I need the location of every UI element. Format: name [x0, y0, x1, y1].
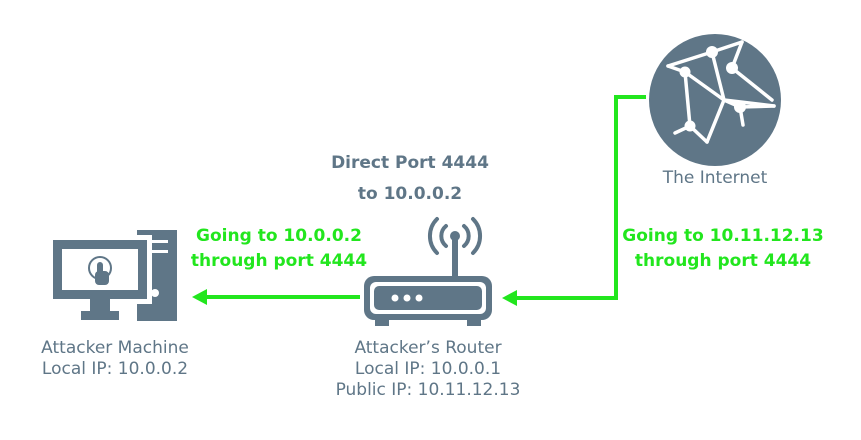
connector-internet-to-router: [502, 95, 646, 306]
desktop-computer-icon: [48, 230, 177, 321]
connector-router-to-attacker: [192, 289, 360, 305]
globe-network-icon: [649, 34, 781, 166]
edge-label-line2: through port 4444: [634, 251, 812, 271]
edge-label-line1: Going to 10.0.0.2: [196, 226, 362, 246]
attacker-machine-label: Attacker Machine Local IP: 10.0.0.2: [10, 338, 220, 380]
internet-label: The Internet: [630, 168, 800, 189]
attacker-name: Attacker Machine: [41, 338, 189, 358]
router-name: Attacker’s Router: [354, 338, 502, 358]
router-rule-label: Direct Port 4444 to 10.0.0.2: [320, 148, 500, 210]
router-local-ip: Local IP: 10.0.0.1: [354, 359, 502, 379]
router-public-ip: Public IP: 10.11.12.13: [335, 380, 521, 400]
router-rule-line2: to 10.0.0.2: [357, 184, 463, 204]
router-label: Attacker’s Router Local IP: 10.0.0.1 Pub…: [310, 338, 546, 401]
wifi-router-icon: [364, 217, 492, 326]
edge-label-internet-to-router: Going to 10.11.12.13 through port 4444: [618, 224, 828, 274]
router-rule-line1: Direct Port 4444: [331, 153, 489, 173]
internet-name: The Internet: [662, 168, 768, 188]
edge-label-line2: through port 4444: [190, 251, 368, 271]
attacker-local-ip: Local IP: 10.0.0.2: [41, 359, 189, 379]
edge-label-router-to-attacker: Going to 10.0.0.2 through port 4444: [183, 224, 375, 274]
edge-label-line1: Going to 10.11.12.13: [622, 226, 824, 246]
